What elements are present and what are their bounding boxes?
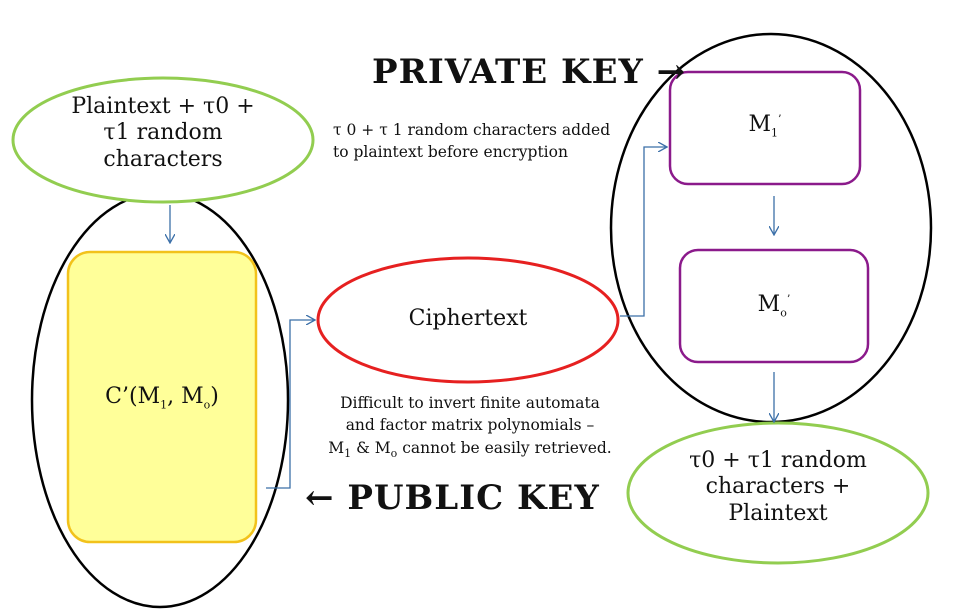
output-line-2: characters + [705,474,851,500]
m1-box [668,70,862,186]
m0-box [678,248,870,364]
plaintext-line-3: characters [103,146,223,172]
plaintext-input-ellipse [11,76,315,204]
output-text: τ0 + τ1 random characters + Plaintext [640,448,916,527]
private-note-line-1: τ 0 + τ 1 random characters added [333,121,611,139]
cipher-function-label: C’(M1, Mo) [105,384,219,412]
public-key-label: PUBLIC KEY [347,478,600,518]
arrow-ciphertext-to-m1 [620,147,666,317]
output-line-1: τ0 + τ1 random [689,448,867,473]
output-ellipse [626,421,930,565]
ciphertext-label: Ciphertext [408,306,528,331]
plaintext-line-2: τ1 random [103,120,223,146]
public-key-note: Difficult to invert finite automata and … [300,392,640,462]
cipher-function-box [66,250,258,544]
m1-label: M1’ [748,112,782,140]
public-note-line-3: M1 & Mo cannot be easily retrieved. [328,438,612,461]
public-note-line-2: and factor matrix polynomials – [345,416,595,435]
plaintext-line-1: Plaintext + τ0 + [71,94,255,119]
arrow-cipher-to-ciphertext [266,320,314,489]
public-note-line-1: Difficult to invert finite automata [340,394,600,412]
private-key-note: τ 0 + τ 1 random characters added to pla… [333,119,610,164]
plaintext-input-text: Plaintext + τ0 + τ1 random characters [30,94,296,173]
private-key-heading: PRIVATE KEY → [372,52,686,93]
m0-label: Mo’ [757,292,791,320]
output-line-3: Plaintext [728,500,828,526]
private-note-line-2: to plaintext before encryption [333,143,568,162]
arrow-left-icon: ← [305,478,335,518]
private-key-label: PRIVATE KEY [372,52,644,92]
arrow-right-icon: → [656,52,687,92]
public-key-heading: ← PUBLIC KEY [305,478,600,519]
ciphertext-ellipse [316,256,620,384]
